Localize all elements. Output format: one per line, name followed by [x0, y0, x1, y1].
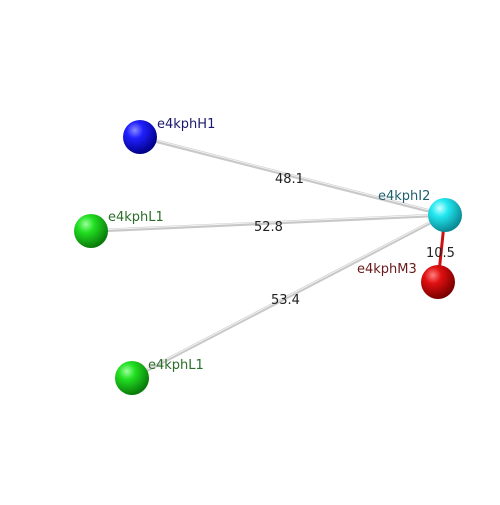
edge-weight-label: 52.8	[254, 220, 283, 235]
node-l1b-label: e4kphL1	[148, 358, 204, 373]
edge-weight-label: 48.1	[275, 172, 304, 187]
node-h1-label: e4kphH1	[157, 117, 215, 132]
edge-highlight	[139, 135, 446, 215]
node-i2-label: e4kphI2	[378, 189, 430, 204]
node-l1b-sphere[interactable]	[115, 361, 149, 395]
edge-highlight	[131, 213, 446, 378]
node-l1a-sphere[interactable]	[74, 214, 108, 248]
edge-h1-i2	[138, 135, 447, 217]
node-i2-sphere[interactable]	[428, 198, 462, 232]
edge-weight-label: 10.5	[426, 246, 455, 261]
edge-weight-label: 53.4	[271, 293, 300, 308]
node-l1a-label: e4kphL1	[108, 210, 164, 225]
edge-l1b-i2	[130, 213, 447, 380]
node-m3-label: e4kphM3	[357, 262, 417, 277]
node-m3-sphere[interactable]	[421, 265, 455, 299]
edge-l1a-i2	[89, 213, 447, 233]
edge-highlight	[90, 213, 446, 231]
node-h1-sphere[interactable]	[123, 120, 157, 154]
